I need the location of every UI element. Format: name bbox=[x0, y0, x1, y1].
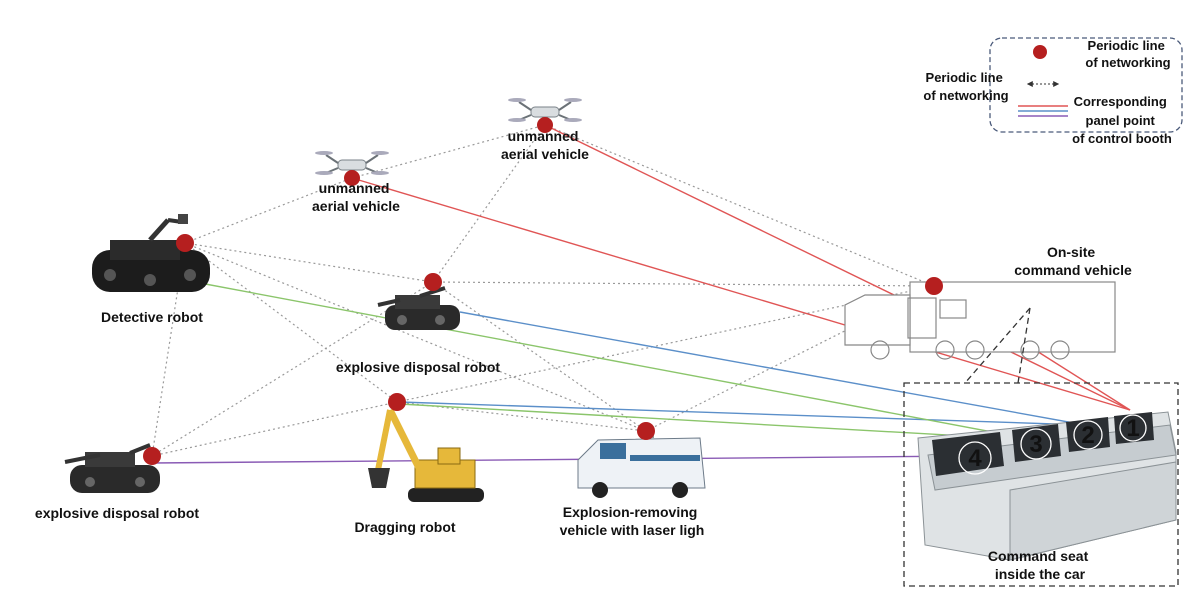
command-seat-frame bbox=[903, 382, 1179, 587]
dragging-robot-label: Dragging robot bbox=[354, 519, 455, 535]
node-dot-laser-van bbox=[637, 422, 655, 440]
panel-number: 1 bbox=[1126, 415, 1139, 442]
node-dot-eod-left bbox=[143, 447, 161, 465]
console-links bbox=[151, 124, 1131, 464]
node-dot-command-vehicle bbox=[925, 277, 943, 295]
panel-number: 4 bbox=[968, 445, 982, 472]
mesh-links bbox=[151, 124, 935, 457]
node-dot-eod-center bbox=[424, 273, 442, 291]
blue-link-dragging bbox=[399, 401, 1086, 426]
control-console: 4 3 2 1 bbox=[917, 411, 1177, 561]
blue-link-eod-center bbox=[459, 311, 1086, 426]
detective-robot-label: Detective robot bbox=[101, 309, 203, 325]
red-link-uav1 bbox=[351, 177, 1131, 411]
laser-van-label: Explosion-removing vehicle with laser li… bbox=[560, 504, 705, 538]
drone-icon bbox=[315, 151, 389, 175]
uav1-label: unmanned aerial vehicle bbox=[312, 180, 400, 214]
purple-link-eod-left bbox=[151, 455, 976, 464]
detective-robot-icon bbox=[92, 214, 210, 292]
legend-link-label: Periodic line of networking bbox=[923, 70, 1008, 103]
legend-node-icon bbox=[1033, 45, 1047, 59]
eod-left-label: explosive disposal robot bbox=[35, 505, 199, 521]
node-dot-uav1 bbox=[344, 170, 360, 186]
panel-number: 2 bbox=[1081, 422, 1094, 449]
command-vehicle-connector bbox=[964, 307, 1031, 384]
green-link-detective bbox=[199, 282, 1036, 441]
network-nodes bbox=[143, 117, 943, 465]
van-icon bbox=[577, 432, 706, 498]
command-vehicle-label: On-site command vehicle bbox=[1014, 244, 1132, 278]
node-dot-uav2 bbox=[537, 117, 553, 133]
truck-icon bbox=[844, 281, 1116, 360]
excavator-icon bbox=[368, 408, 484, 502]
command-seat-label: Command seat inside the car bbox=[988, 548, 1092, 582]
green-link-dragging bbox=[399, 403, 1036, 441]
explosive-disposal-robot-icon bbox=[377, 286, 460, 330]
red-link-uav2 bbox=[544, 124, 1131, 411]
legend: Periodic line of networking Periodic lin… bbox=[923, 37, 1183, 146]
explosive-disposal-robot-icon bbox=[64, 443, 160, 493]
legend-frame bbox=[989, 37, 1183, 133]
node-dot-detective bbox=[176, 234, 194, 252]
legend-node-label: Periodic line of networking bbox=[1085, 38, 1170, 70]
legend-panel-label: Corresponding panel point of control boo… bbox=[1072, 94, 1172, 146]
command-vehicle-connector bbox=[1017, 307, 1031, 384]
node-dot-dragging bbox=[388, 393, 406, 411]
eod-center-label: explosive disposal robot bbox=[336, 359, 500, 375]
drone-icon bbox=[508, 98, 582, 122]
panel-number: 3 bbox=[1029, 431, 1042, 458]
uav2-label: unmanned aerial vehicle bbox=[501, 128, 589, 162]
